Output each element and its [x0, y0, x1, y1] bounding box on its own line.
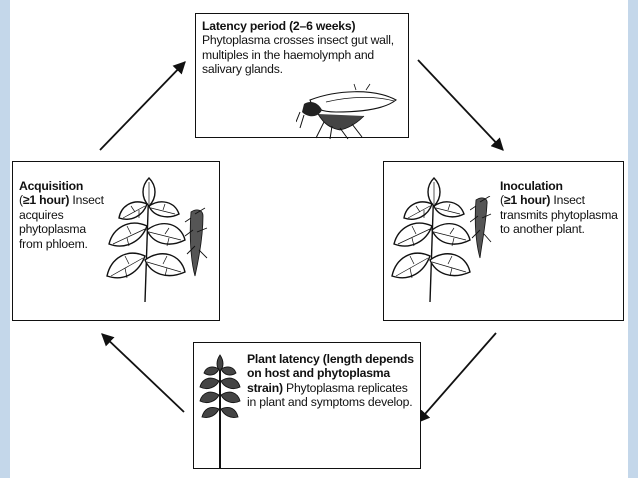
plant-latency-body: Phytoplasma replicates in plant and symp…: [247, 380, 413, 410]
plant-latency-title: Plant latency (length depends on host an…: [247, 352, 414, 395]
frame-left: [0, 0, 10, 478]
arrow-plant-to-acquisition: [101, 333, 185, 413]
inoculation-prefix: (: [500, 193, 504, 208]
plant-icon-inoculation: [391, 177, 471, 303]
inoculation-body: Insect transmits phytoplasma to another …: [500, 193, 618, 237]
acquisition-text: Acquisition (≥1 hour) Insect acquires ph…: [19, 179, 109, 251]
acquisition-title: Acquisition: [19, 179, 84, 193]
latency-body: Phytoplasma crosses insect gut wall, mul…: [202, 33, 394, 77]
acquisition-prefix: (: [19, 193, 23, 208]
latency-text: Latency period (2–6 weeks) Phytoplasma c…: [202, 19, 402, 77]
arrow-inoculation-to-plant: [417, 332, 497, 423]
insect-icon: [184, 207, 208, 277]
latency-title: Latency period (2–6 weeks): [202, 19, 356, 33]
frame-right: [628, 0, 638, 478]
leafhopper-icon: [296, 83, 397, 140]
plant-latency-text: Plant latency (length depends on host an…: [247, 352, 417, 410]
plant-latency-box: Plant latency (length depends on host an…: [193, 342, 421, 469]
insect-icon-inoculation: [470, 196, 492, 259]
seedling-icon: [199, 354, 241, 469]
plant-icon: [106, 177, 186, 303]
inoculation-duration: ≥1 hour): [503, 193, 551, 208]
arrow-latency-to-inoculation: [417, 59, 504, 151]
acquisition-duration: ≥1 hour): [22, 193, 70, 208]
inoculation-text: Inoculation (≥1 hour) Insect transmits p…: [500, 179, 620, 237]
latency-box: Latency period (2–6 weeks) Phytoplasma c…: [195, 13, 409, 140]
acquisition-box: Acquisition (≥1 hour) Insect acquires ph…: [12, 161, 220, 321]
arrow-acquisition-to-latency: [99, 61, 186, 151]
inoculation-title: Inoculation: [500, 179, 563, 193]
inoculation-box: Inoculation (≥1 hour) Insect transmits p…: [383, 161, 624, 321]
acquisition-body: Insect acquires phytoplasma from phloem.: [19, 193, 104, 251]
